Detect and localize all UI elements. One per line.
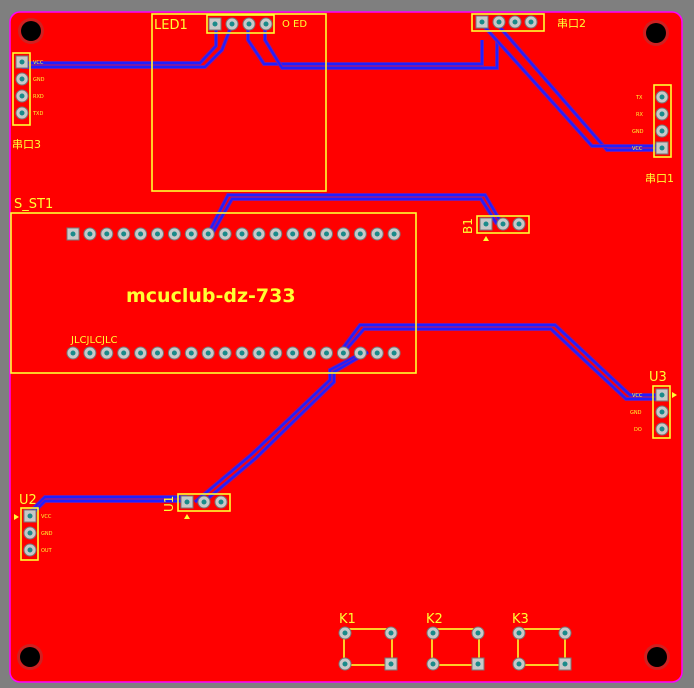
trace (496, 23, 662, 151)
trace (343, 328, 662, 400)
uart3-pin-4: TXD (32, 111, 43, 117)
module-footprint: S_ST1 mcuclub-dz-733 JLCJLCJLC (10, 197, 417, 374)
uart3-pin-3: RXD (33, 94, 44, 100)
led1-ref: LED1 (154, 18, 188, 33)
trace (339, 324, 662, 396)
module-drill (256, 350, 262, 356)
k2-ref: K2 (426, 612, 443, 627)
module-drill (290, 350, 296, 356)
u1-ref: U1 (162, 496, 176, 512)
led1-footprint: LED1 O ED (151, 13, 327, 192)
uart3-footprint: VCC GND RXD TXD 串口3 (12, 52, 45, 151)
module-drill (307, 231, 313, 237)
trace (22, 24, 217, 64)
module-drill (357, 350, 363, 356)
module-drill (104, 231, 110, 237)
u3-pin-1: VCC (632, 393, 643, 399)
module-drill (171, 231, 177, 237)
uart3-pin-2: GND (33, 77, 45, 83)
uart2-footprint: 串口2 (471, 13, 586, 32)
traces (22, 22, 662, 518)
uart3-ref: 串口3 (12, 138, 41, 151)
module-drill (324, 350, 329, 356)
u3-pin-2: GND (630, 410, 642, 416)
module-drill (121, 231, 127, 237)
b1-ref: B1 (461, 218, 475, 234)
k1-footprint: K1 (338, 612, 398, 671)
module-drill (104, 350, 110, 356)
module-drill (391, 350, 397, 356)
module-pin-row-top (66, 227, 401, 241)
uart3-pin-1: VCC (33, 60, 44, 66)
module-ref: S_ST1 (14, 197, 53, 212)
module-drill (138, 350, 144, 356)
trace (264, 24, 498, 69)
uart1-pin-1: TX (635, 95, 643, 101)
module-drill (222, 231, 228, 237)
module-drill (70, 231, 76, 237)
jlc-marks: JLCJLCJLC (70, 335, 118, 346)
module-pin-row-bottom (66, 346, 401, 360)
module-drill (70, 350, 76, 356)
u2-pin-2: GND (41, 531, 53, 537)
module-drill (188, 231, 194, 237)
module-drill (273, 350, 279, 356)
module-drill (340, 350, 346, 356)
trace (194, 351, 365, 503)
k3-ref: K3 (512, 612, 529, 627)
module-drill (290, 231, 296, 237)
module-drill (239, 231, 245, 237)
module-drill (155, 350, 160, 356)
module-drill (138, 231, 144, 237)
module-drill (87, 350, 93, 356)
module-drill (205, 350, 211, 356)
led1-side-text: O ED (282, 19, 307, 30)
b1-footprint: B1 (461, 215, 530, 241)
module-drill (188, 350, 194, 356)
u2-pin-3: OUT (41, 548, 53, 554)
module-drill (239, 350, 245, 356)
module-drill (155, 231, 160, 237)
k3-footprint: K3 (512, 612, 572, 671)
u3-pin-3: DO (634, 427, 642, 433)
module-drill (87, 231, 93, 237)
module-drill (374, 350, 380, 356)
uart1-footprint: TX RX GND VCC 串口1 (632, 84, 674, 185)
module-drill (340, 231, 346, 237)
module-drill (171, 350, 177, 356)
k1-ref: K1 (339, 612, 356, 627)
mounting-holes (17, 18, 670, 670)
module-drill (324, 231, 329, 237)
uart1-pin-2: RX (636, 112, 643, 118)
module-drill (357, 231, 363, 237)
module-drill (307, 350, 313, 356)
u3-ref: U3 (649, 370, 667, 385)
u2-ref: U2 (19, 493, 37, 508)
module-drill (273, 231, 279, 237)
trace (211, 198, 498, 235)
trace (207, 194, 503, 235)
u2-footprint: U2 VCC GND OUT (14, 493, 53, 561)
uart1-pin-4: VCC (632, 146, 643, 152)
uart1-pin-3: GND (632, 129, 644, 135)
u3-footprint: U3 VCC GND DO (630, 370, 677, 439)
module-drill (205, 231, 211, 237)
trace (198, 351, 369, 507)
module-drill (256, 231, 262, 237)
u1-footprint: U1 (162, 493, 231, 519)
trace (22, 23, 233, 68)
trace (247, 24, 483, 65)
module-drill (391, 231, 397, 237)
trace (481, 23, 662, 147)
module-drill (374, 231, 380, 237)
module-drill (121, 350, 127, 356)
u2-pin-1: VCC (41, 514, 52, 520)
uart2-ref: 串口2 (557, 17, 586, 30)
module-drill (222, 350, 228, 356)
uart1-ref: 串口1 (645, 172, 674, 185)
k2-footprint: K2 (426, 612, 485, 671)
board-title: mcuclub-dz-733 (126, 285, 296, 307)
